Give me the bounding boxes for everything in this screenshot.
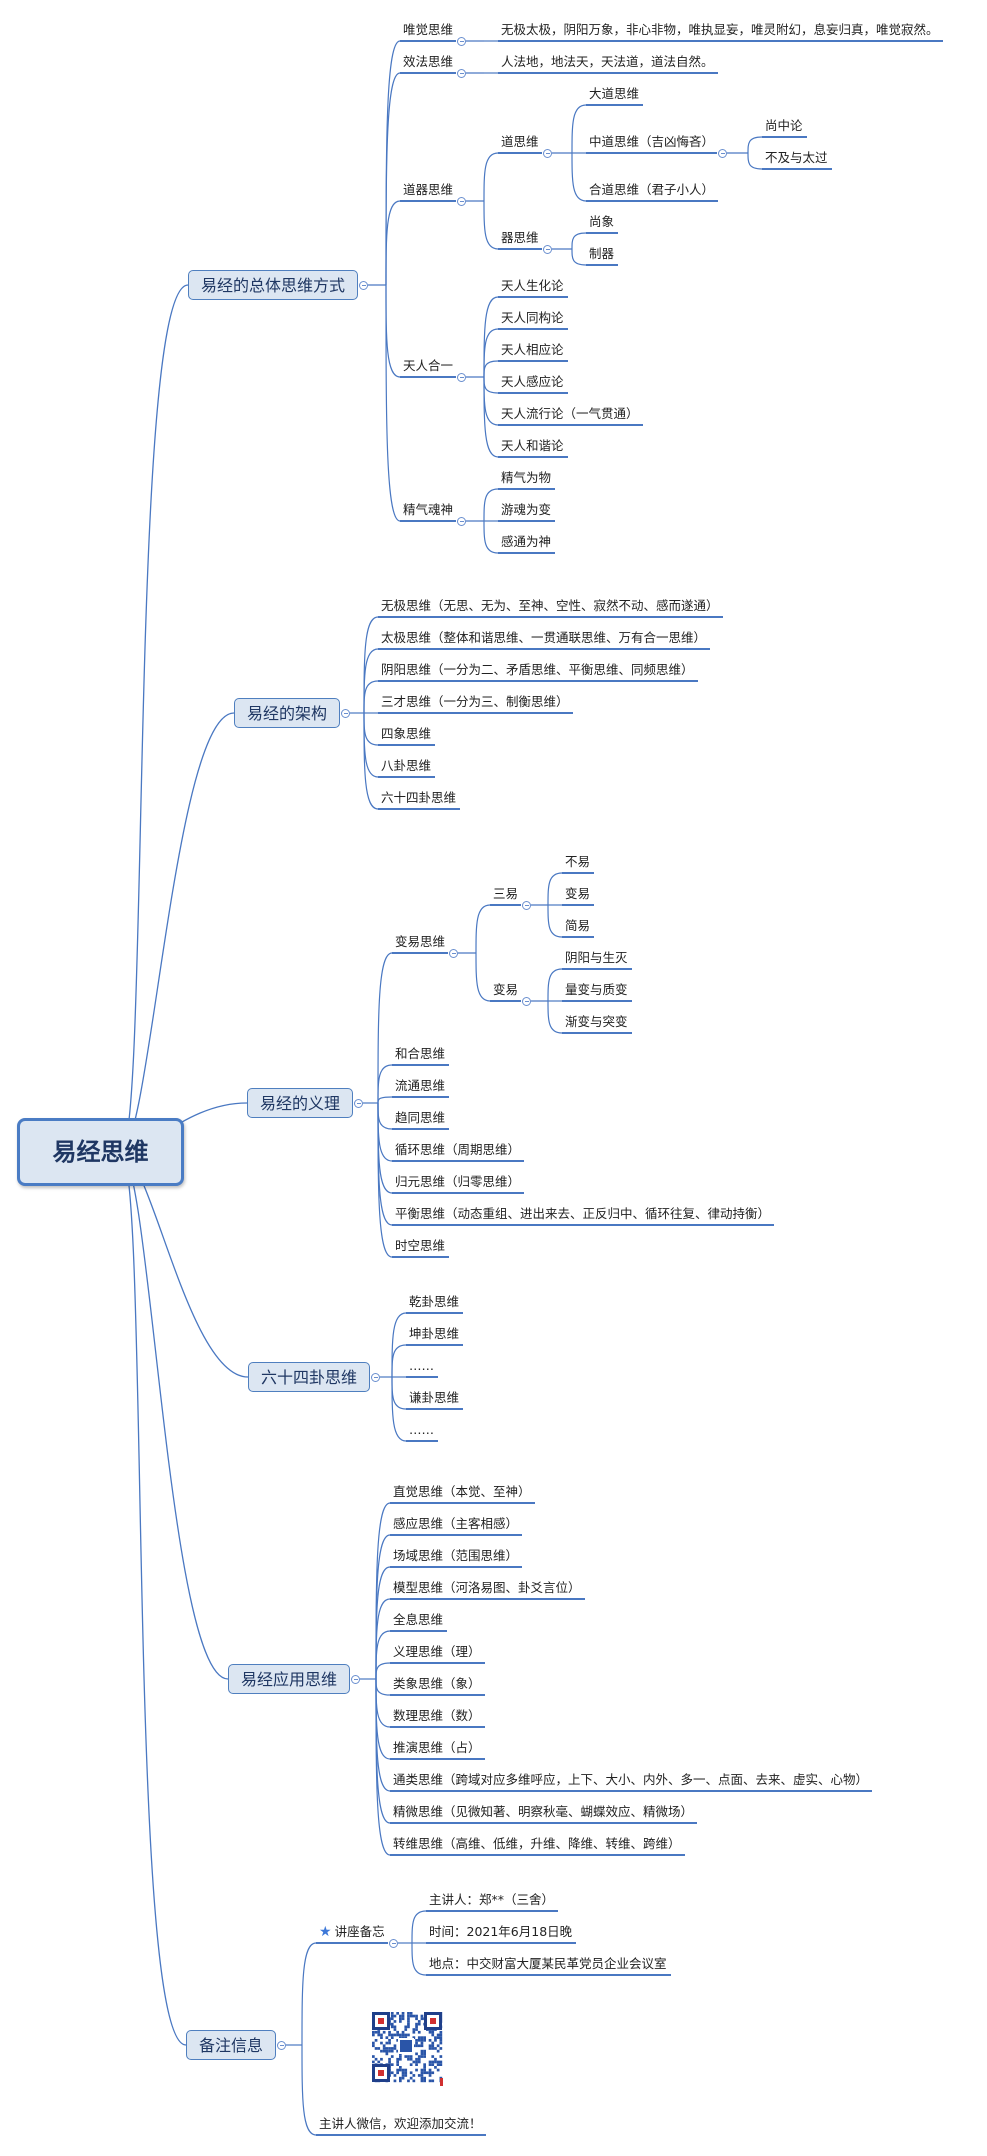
node-sancai[interactable]: 三才思维（一分为三、制衡思维） [378,694,573,714]
collapse-toggle[interactable] [457,517,466,526]
node-ganying[interactable]: 感应思维（主客相感） [390,1516,523,1536]
node-zhijue[interactable]: 直觉思维（本觉、至神） [390,1484,535,1504]
node-sixiang[interactable]: 四象思维 [378,726,436,746]
node-64gua[interactable]: 六十四卦思维 [378,790,461,810]
branch-notes[interactable]: 备注信息 [186,2030,277,2060]
node-yinyang[interactable]: 阴阳思维（一分为二、矛盾思维、平衡思维、同频思维） [378,662,698,682]
node-tianren-6[interactable]: 天人和谐论 [498,438,568,458]
node-jingqi-1[interactable]: 精气为物 [498,470,556,490]
node-tianren-3[interactable]: 天人相应论 [498,342,568,362]
collapse-toggle[interactable] [449,949,458,958]
node-wuji[interactable]: 无极思维（无思、无为、至神、空性、寂然不动、感而遂通） [378,598,723,618]
node-jingqi-3[interactable]: 感通为神 [498,534,556,554]
node-tianren[interactable]: 天人合一 [400,358,457,378]
collapse-toggle[interactable] [277,2041,286,2050]
node-zhiqi[interactable]: 制器 [586,246,619,266]
collapse-toggle[interactable] [389,1939,398,1948]
collapse-toggle[interactable] [543,245,552,254]
node-yili[interactable]: 义理思维（理） [390,1644,485,1664]
node-tonglei[interactable]: 通类思维（跨域对应多维呼应，上下、大小、内外、多一、点面、去来、虚实、心物） [390,1772,873,1792]
collapse-toggle[interactable] [522,901,531,910]
node-pingheng[interactable]: 平衡思维（动态重组、进出来去、正反归中、循环往复、律动持衡） [392,1206,775,1226]
node-quanxi[interactable]: 全息思维 [390,1612,448,1632]
node-dadao[interactable]: 大道思维 [586,86,644,106]
node-shangxiang[interactable]: 尚象 [586,214,619,234]
node-jianbian[interactable]: 渐变与突变 [562,1014,632,1034]
node-jingqi-2[interactable]: 游魂为变 [498,502,556,522]
collapse-toggle[interactable] [718,149,727,158]
node-hehe[interactable]: 和合思维 [392,1046,450,1066]
node-weijue-desc[interactable]: 无极太极，阴阳万象，非心非物，唯执显妄，唯灵附幻，息妄归真，唯觉寂然。 [498,22,943,42]
node-jingqi[interactable]: 精气魂神 [400,502,457,522]
node-xunhuan[interactable]: 循环思维（周期思维） [392,1142,525,1162]
node-guiyuan[interactable]: 归元思维（归零思维） [392,1174,525,1194]
node-location[interactable]: 地点：中交财富大厦某民革党员企业会议室 [426,1956,671,1976]
collapse-toggle[interactable] [354,1099,363,1108]
node-shangzhong[interactable]: 尚中论 [762,118,807,138]
node-yinyang-shengmie[interactable]: 阴阳与生灭 [562,950,632,970]
node-xiaofa-desc[interactable]: 人法地，地法天，天法道，道法自然。 [498,54,718,74]
node-hedao[interactable]: 合道思维（君子小人） [586,182,719,202]
node-liangbian[interactable]: 量变与质变 [562,982,632,1002]
collapse-toggle[interactable] [351,1675,360,1684]
collapse-toggle[interactable] [457,197,466,206]
node-ellipsis-2[interactable]: …… [406,1422,438,1442]
node-daoqi[interactable]: 道器思维 [400,182,457,202]
node-tianren-1[interactable]: 天人生化论 [498,278,568,298]
qr-code-image [368,2008,446,2088]
node-zhongdao[interactable]: 中道思维（吉凶悔吝） [586,134,718,154]
node-shikong[interactable]: 时空思维 [392,1238,450,1258]
node-time[interactable]: 时间：2021年6月18日晚 [426,1924,577,1944]
node-moxing[interactable]: 模型思维（河洛易图、卦爻言位） [390,1580,585,1600]
root-node[interactable]: 易经思维 [17,1118,184,1186]
branch-application[interactable]: 易经应用思维 [228,1664,351,1694]
node-liutong[interactable]: 流通思维 [392,1078,450,1098]
node-bianyi-group[interactable]: 变易 [490,982,522,1002]
node-xiaofa[interactable]: 效法思维 [400,54,457,74]
collapse-toggle[interactable] [522,997,531,1006]
branch-framework[interactable]: 易经的架构 [234,698,341,728]
node-buyi[interactable]: 不易 [562,854,595,874]
node-bagua[interactable]: 八卦思维 [378,758,436,778]
node-tianren-4[interactable]: 天人感应论 [498,374,568,394]
collapse-toggle[interactable] [457,37,466,46]
branch-64-hexagrams[interactable]: 六十四卦思维 [248,1362,371,1392]
node-jingwei[interactable]: 精微思维（见微知著、明察秋毫、蝴蝶效应、精微场） [390,1804,698,1824]
node-shuli[interactable]: 数理思维（数） [390,1708,485,1728]
node-bianyi[interactable]: 变易思维 [392,934,449,954]
collapse-toggle[interactable] [457,69,466,78]
node-lecture-memo[interactable]: ★讲座备忘 [316,1924,388,1944]
node-dao[interactable]: 道思维 [498,134,542,154]
node-bujiyutaiguo[interactable]: 不及与太过 [762,150,832,170]
node-taiji[interactable]: 太极思维（整体和谐思维、一贯通联思维、万有合一思维） [378,630,711,650]
node-tianren-2[interactable]: 天人同构论 [498,310,568,330]
node-tuiyan[interactable]: 推演思维（占） [390,1740,485,1760]
node-zhuanwei[interactable]: 转维思维（高维、低维，升维、降维、转维、跨维） [390,1836,685,1856]
node-qi[interactable]: 器思维 [498,230,542,250]
collapse-toggle[interactable] [341,709,350,718]
branch-principles[interactable]: 易经的义理 [247,1088,354,1118]
node-qiangua-2[interactable]: 谦卦思维 [406,1390,464,1410]
node-weijue[interactable]: 唯觉思维 [400,22,457,42]
node-leixiang[interactable]: 类象思维（象） [390,1676,485,1696]
node-qutong[interactable]: 趋同思维 [392,1110,450,1130]
node-kungua[interactable]: 坤卦思维 [406,1326,464,1346]
node-qiangua[interactable]: 乾卦思维 [406,1294,464,1314]
node-ellipsis-1[interactable]: …… [406,1358,438,1378]
branch-overall-thinking[interactable]: 易经的总体思维方式 [188,270,359,300]
node-tianren-5[interactable]: 天人流行论（一气贯通） [498,406,643,426]
node-changyu[interactable]: 场域思维（范围思维） [390,1548,523,1568]
node-bianyi-2[interactable]: 变易 [562,886,595,906]
star-icon: ★ [319,1924,332,1940]
collapse-toggle[interactable] [543,149,552,158]
collapse-toggle[interactable] [371,1373,380,1382]
collapse-toggle[interactable] [457,373,466,382]
node-jianyi[interactable]: 简易 [562,918,595,938]
node-sanyi[interactable]: 三易 [490,886,522,906]
node-speaker[interactable]: 主讲人：郑**（三舍） [426,1892,559,1912]
node-wechat[interactable]: 主讲人微信，欢迎添加交流！ [316,2116,486,2136]
collapse-toggle[interactable] [359,281,368,290]
